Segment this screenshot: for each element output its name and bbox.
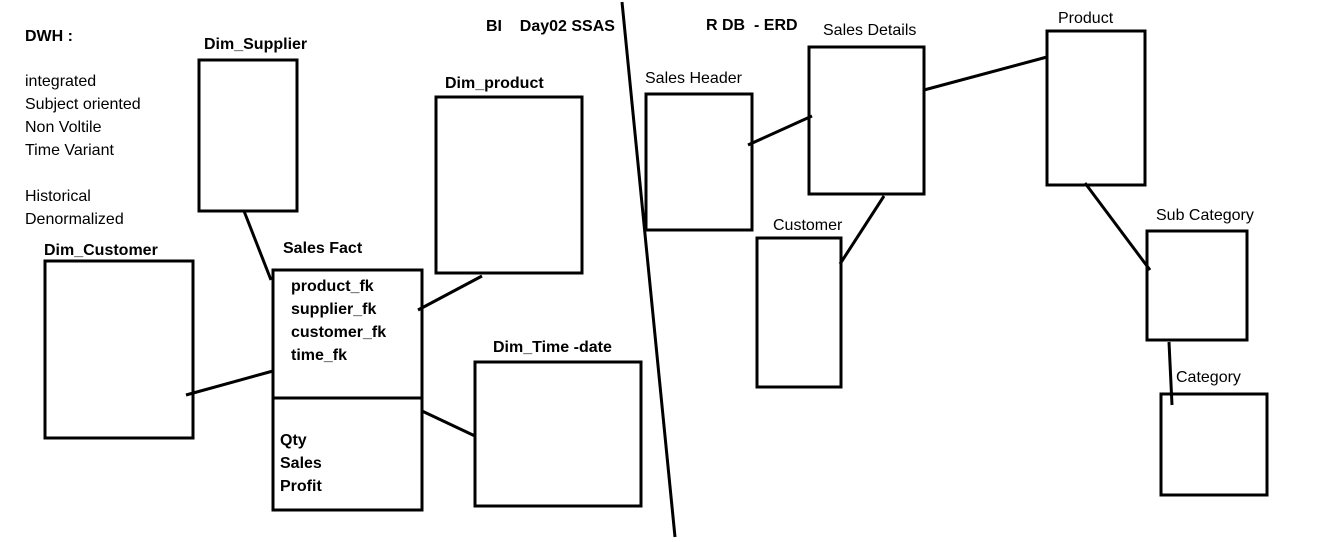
- connector-time-fact: [421, 409, 476, 438]
- erd-connector-details-customer: [838, 195, 886, 265]
- dwh-property: Subject oriented: [25, 96, 141, 113]
- erd-sales-header-label: Sales Header: [645, 70, 742, 87]
- fact-measures: Qty Sales Profit: [280, 429, 322, 498]
- sales-fact-label: Sales Fact: [283, 240, 363, 257]
- erd-sub-category-label: Sub Category: [1156, 207, 1254, 224]
- bi-title: BI Day02 SSAS: [486, 18, 615, 35]
- dim-product-label: Dim_product: [445, 75, 544, 92]
- erd-connector-subcategory-category: [1167, 341, 1174, 406]
- erd-customer-box: [755, 236, 843, 389]
- dim-supplier-label: Dim_Supplier: [204, 36, 308, 53]
- dwh-title: DWH :: [25, 28, 73, 45]
- dwh-property: Time Variant: [25, 142, 114, 159]
- erd-connector-header-details: [747, 114, 813, 147]
- dim-time-label: Dim_Time -date: [493, 339, 612, 356]
- connector-customer-fact: [185, 369, 274, 397]
- connector-supplier-fact: [242, 210, 273, 281]
- erd-category-box: [1159, 392, 1269, 497]
- dwh-property: Non Voltile: [25, 119, 102, 136]
- dim-time-box: [473, 360, 643, 508]
- erd-category-label: Category: [1176, 369, 1241, 386]
- erd-connector-details-product: [923, 55, 1048, 92]
- connector-product-fact: [417, 274, 483, 312]
- rdb-erd-title: R DB - ERD: [706, 17, 798, 34]
- erd-product-label: Product: [1058, 10, 1114, 27]
- fact-measure: Qty: [280, 432, 307, 449]
- dwh-property: Denormalized: [25, 211, 124, 228]
- erd-connector-product-subcategory: [1083, 182, 1152, 271]
- fact-keys: product_fk supplier_fk customer_fk time_…: [291, 275, 386, 367]
- fact-measure: Sales: [280, 455, 322, 472]
- dim-product-box: [434, 95, 584, 275]
- erd-sub-category-box: [1145, 229, 1249, 342]
- dim-supplier-box: [197, 58, 299, 213]
- dim-customer-box: [43, 259, 195, 440]
- fact-key: product_fk: [291, 278, 374, 295]
- dwh-property: integrated: [25, 73, 97, 90]
- erd-customer-label: Customer: [773, 217, 843, 234]
- sales-fact-box: [271, 268, 424, 512]
- dwh-property: Historical: [25, 188, 91, 205]
- dim-customer-label: Dim_Customer: [44, 242, 158, 259]
- fact-key: customer_fk: [291, 324, 387, 341]
- erd-product-box: [1045, 29, 1147, 187]
- section-separator-line: [620, 1, 677, 538]
- dwh-properties: integrated Subject oriented Non Voltile …: [25, 70, 141, 162]
- fact-key: time_fk: [291, 347, 348, 364]
- fact-key: supplier_fk: [291, 301, 377, 318]
- dwh-extra-properties: Historical Denormalized: [25, 185, 124, 231]
- erd-sales-details-box: [807, 45, 926, 196]
- fact-measure: Profit: [280, 478, 322, 495]
- erd-sales-header-box: [644, 92, 754, 232]
- erd-sales-details-label: Sales Details: [823, 22, 917, 39]
